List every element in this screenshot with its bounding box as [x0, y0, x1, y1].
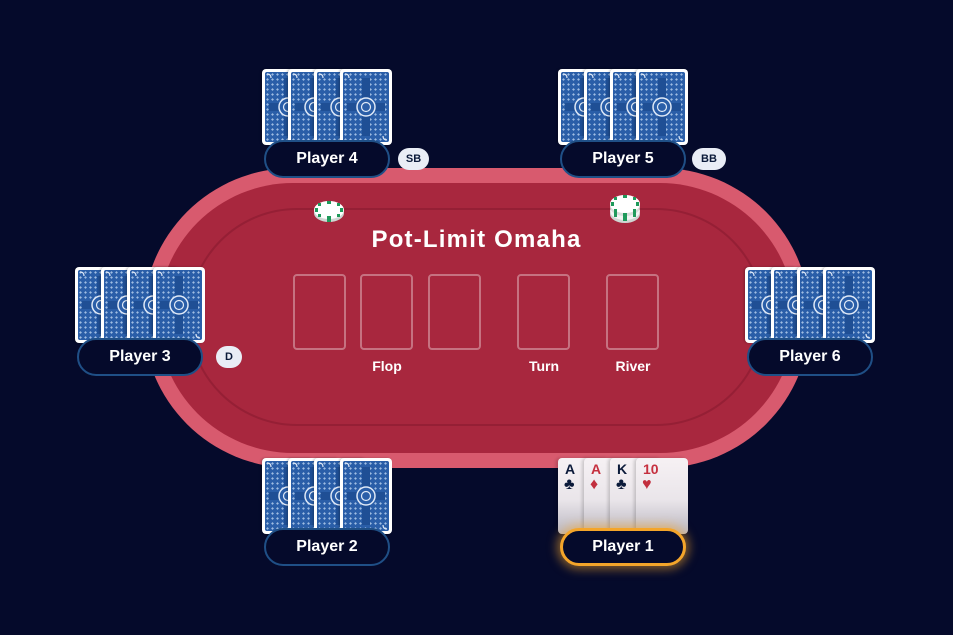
heart-suit-icon: ♥: [642, 476, 652, 493]
card-rank: A: [591, 461, 602, 477]
player-1-hand: A ♣ A ♦ K ♣ 10 ♥: [558, 458, 689, 534]
player-5-name-pill[interactable]: Player 5: [560, 140, 686, 178]
card-back: [340, 69, 392, 145]
board-slot-flop-2: [360, 274, 413, 350]
card-back-pattern-icon: [156, 270, 202, 340]
player-3-name-pill[interactable]: Player 3: [77, 338, 203, 376]
card-rank: 10: [643, 461, 659, 477]
player-5-hand: [558, 69, 689, 145]
card-back: [340, 458, 392, 534]
player-1-name-pill-active[interactable]: Player 1: [560, 528, 686, 566]
turn-label: Turn: [528, 358, 560, 374]
club-suit-icon: ♣: [564, 476, 575, 493]
river-label: River: [615, 358, 651, 374]
player-3-hand: [75, 267, 206, 343]
board-slot-river: [606, 274, 659, 350]
big-blind-chip-stack-icon: [610, 195, 640, 223]
player-2-name-pill[interactable]: Player 2: [264, 528, 390, 566]
board-slot-turn: [517, 274, 570, 350]
player-4-name-pill[interactable]: Player 4: [264, 140, 390, 178]
player-6-name-pill[interactable]: Player 6: [747, 338, 873, 376]
small-blind-chip-icon: [314, 201, 344, 222]
card-back-pattern-icon: [343, 461, 389, 531]
player-6-hand: [745, 267, 876, 343]
board-slot-flop-1: [293, 274, 346, 350]
club-suit-icon: ♣: [616, 476, 627, 493]
player-4-hand: [262, 69, 393, 145]
card-rank: K: [617, 461, 628, 477]
hole-card-4[interactable]: 10 ♥: [636, 458, 688, 534]
card-back: [636, 69, 688, 145]
flop-label: Flop: [372, 358, 402, 374]
diamond-suit-icon: ♦: [590, 476, 599, 493]
big-blind-badge: BB: [692, 148, 726, 170]
card-back-pattern-icon: [639, 72, 685, 142]
card-back: [823, 267, 875, 343]
small-blind-badge: SB: [398, 148, 429, 170]
card-back: [153, 267, 205, 343]
card-back-pattern-icon: [826, 270, 872, 340]
card-rank: A: [565, 461, 576, 477]
card-back-pattern-icon: [343, 72, 389, 142]
player-2-hand: [262, 458, 393, 534]
board-slot-flop-3: [428, 274, 481, 350]
dealer-button-badge: D: [216, 346, 242, 368]
game-title: Pot-Limit Omaha: [371, 226, 582, 253]
